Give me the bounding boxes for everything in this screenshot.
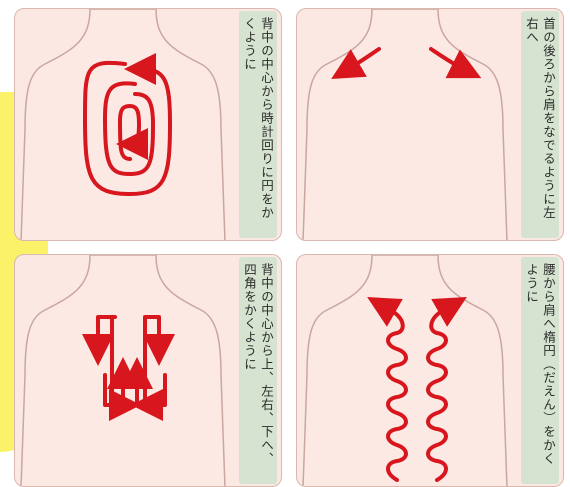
panel-square-strokes: 背中の中心から上、左右、下へ、四角をかくように bbox=[14, 254, 282, 487]
panel-caption: 首の後ろから肩をなでるように左右へ bbox=[521, 11, 559, 238]
panel-clockwise-spiral: 背中の中心から時計回りに円をかくように bbox=[14, 8, 282, 241]
back-silhouette bbox=[303, 9, 507, 241]
back-silhouette bbox=[21, 9, 225, 241]
panel-neck-to-shoulders: 首の後ろから肩をなでるように左右へ bbox=[296, 8, 564, 241]
panel-caption: 背中の中心から時計回りに円をかくように bbox=[239, 11, 277, 238]
panel-caption: 腰から肩へ楕円（だえん）をかくように bbox=[521, 257, 559, 484]
panel-caption: 背中の中心から上、左右、下へ、四角をかくように bbox=[239, 257, 277, 484]
panel-waist-to-shoulder-loops: 腰から肩へ楕円（だえん）をかくように bbox=[296, 254, 564, 487]
